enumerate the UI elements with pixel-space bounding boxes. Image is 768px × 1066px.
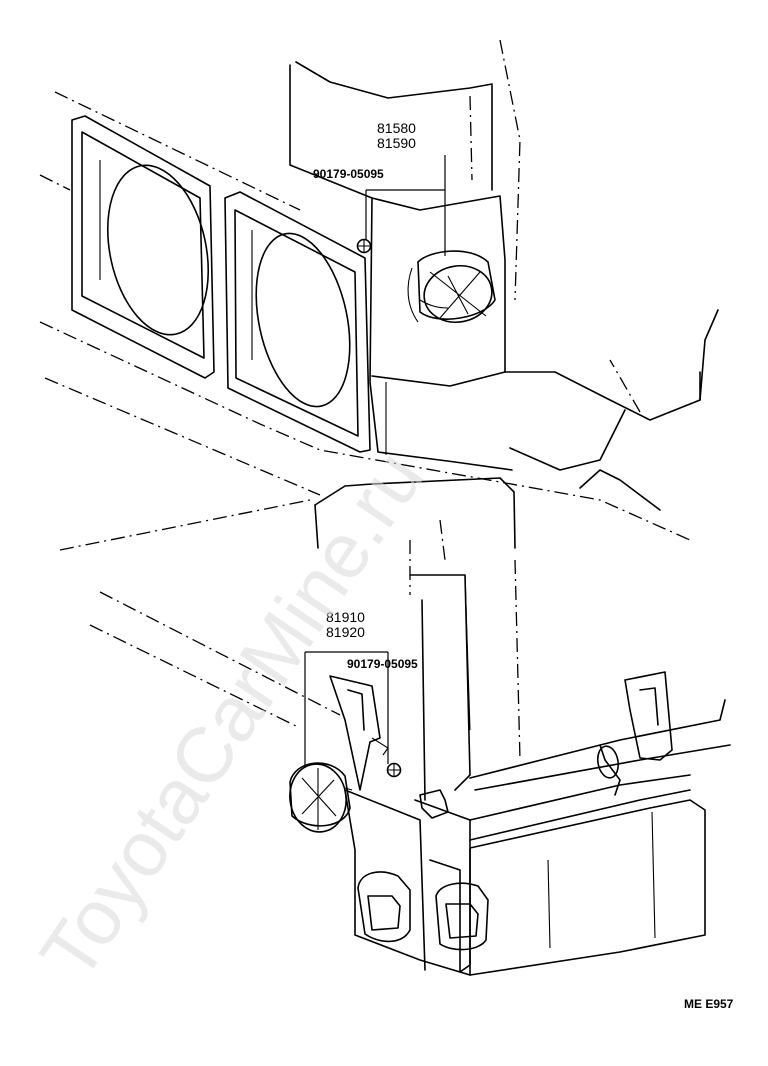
- lower-side-marker-lamp: [289, 762, 353, 833]
- bumper-guard-left: [357, 871, 411, 943]
- upper-assembly: 81580 81590 90179-05095: [39, 39, 719, 551]
- figure-code: ME E957: [684, 997, 734, 1011]
- lower-part-number-1: 81910: [326, 609, 365, 625]
- upper-part-number-2: 81590: [377, 135, 416, 151]
- lower-assembly: 81910 81920 90179-05095: [89, 519, 731, 976]
- upper-bolt-part-number: 90179-05095: [313, 167, 384, 181]
- lower-part-number-2: 81920: [326, 624, 365, 640]
- bumper-guard-right: [435, 882, 489, 951]
- lower-bolt-nut: [386, 762, 402, 778]
- lower-bolt-part-number: 90179-05095: [347, 657, 418, 671]
- watermark: ToyotaCarMine.ru: [23, 435, 440, 995]
- upper-part-number-1: 81580: [377, 120, 416, 136]
- upper-bolt-nut: [356, 238, 372, 254]
- upper-side-marker-lamp: [407, 250, 496, 323]
